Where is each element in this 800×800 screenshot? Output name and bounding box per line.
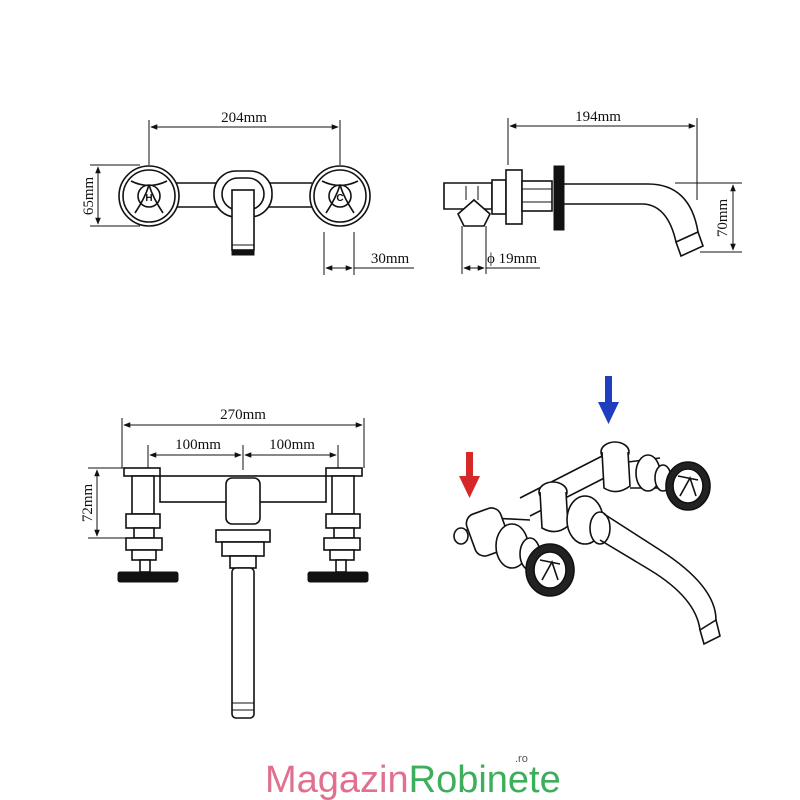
- dim-top-left-spacing: 100mm: [175, 437, 221, 453]
- watermark-suffix: .ro: [515, 753, 528, 765]
- dim-side-height: 70mm: [715, 199, 731, 238]
- dim-top-height: 72mm: [80, 484, 96, 523]
- top-view: 270mm 100mm 100mm 72mm: [80, 407, 369, 719]
- brand-watermark: MagazinRobinete .ro: [265, 753, 561, 800]
- dim-side-length: 194mm: [575, 109, 621, 125]
- cold-water-arrow: [598, 376, 619, 424]
- dim-front-width: 204mm: [221, 110, 267, 126]
- dim-front-height: 65mm: [81, 177, 97, 216]
- dim-front-spout-offset: 30mm: [371, 251, 410, 267]
- front-view: 204mm 65mm H C 30mm: [81, 110, 414, 275]
- hot-handle-label: H: [145, 193, 152, 204]
- watermark-part1: Magazin: [265, 759, 409, 800]
- hot-water-arrow: [459, 452, 480, 498]
- svg-text:MagazinRobinete: MagazinRobinete: [265, 759, 561, 800]
- dim-side-diameter: ϕ 19mm: [487, 251, 537, 267]
- dim-top-total: 270mm: [220, 407, 266, 423]
- cold-handle-label: C: [336, 193, 343, 204]
- isometric-view: [453, 376, 721, 646]
- dim-top-right-spacing: 100mm: [269, 437, 315, 453]
- watermark-part2: Robinete: [409, 759, 561, 800]
- side-view: 194mm 70mm ϕ 19mm: [443, 109, 742, 274]
